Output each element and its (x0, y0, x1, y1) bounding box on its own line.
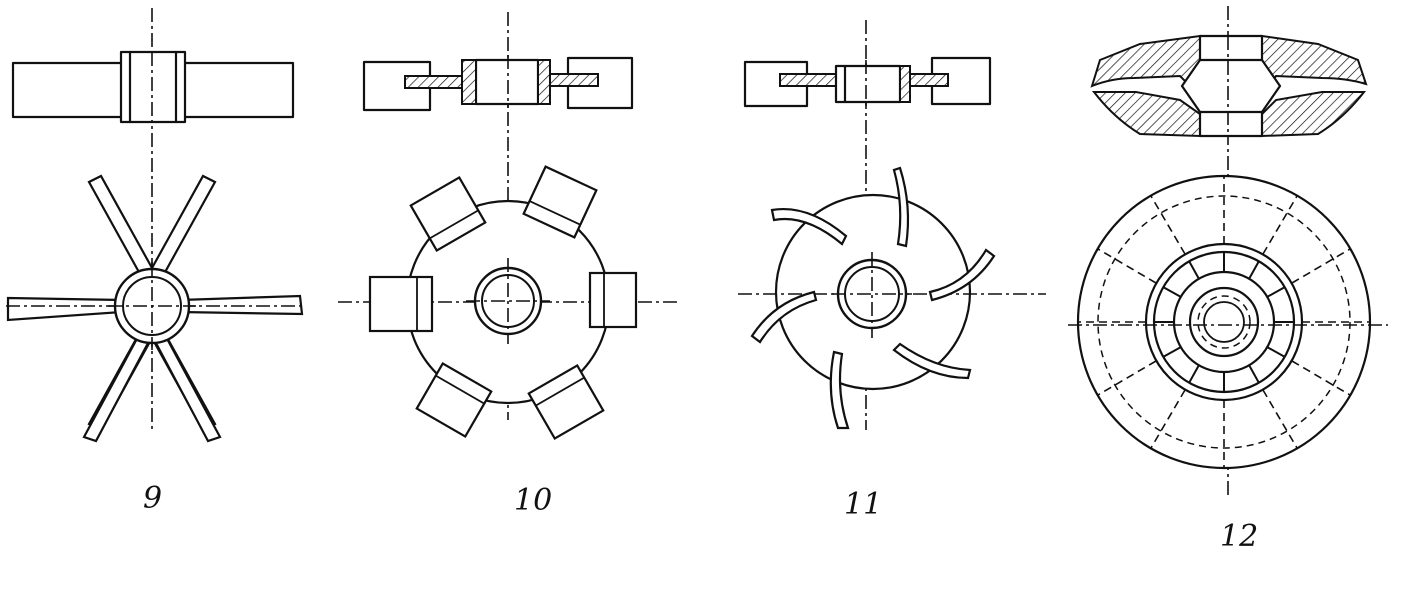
figure-label-9: 9 (143, 481, 162, 516)
six-square-blade-disc-turbine-icon (338, 12, 680, 441)
six-blade-paddle-stirrer-icon (6, 8, 304, 443)
figure-10: 10 (338, 12, 680, 518)
figure-9: 9 (6, 8, 304, 516)
radial-vane-closed-turbine-icon (1068, 6, 1388, 495)
figure-12: 12 (1068, 6, 1388, 554)
figure-label-10: 10 (514, 483, 552, 518)
figure-label-12: 12 (1220, 519, 1258, 554)
six-curved-blade-disc-turbine-icon (738, 20, 1046, 430)
figure-11: 11 (738, 20, 1046, 522)
figure-label-11: 11 (844, 487, 882, 522)
